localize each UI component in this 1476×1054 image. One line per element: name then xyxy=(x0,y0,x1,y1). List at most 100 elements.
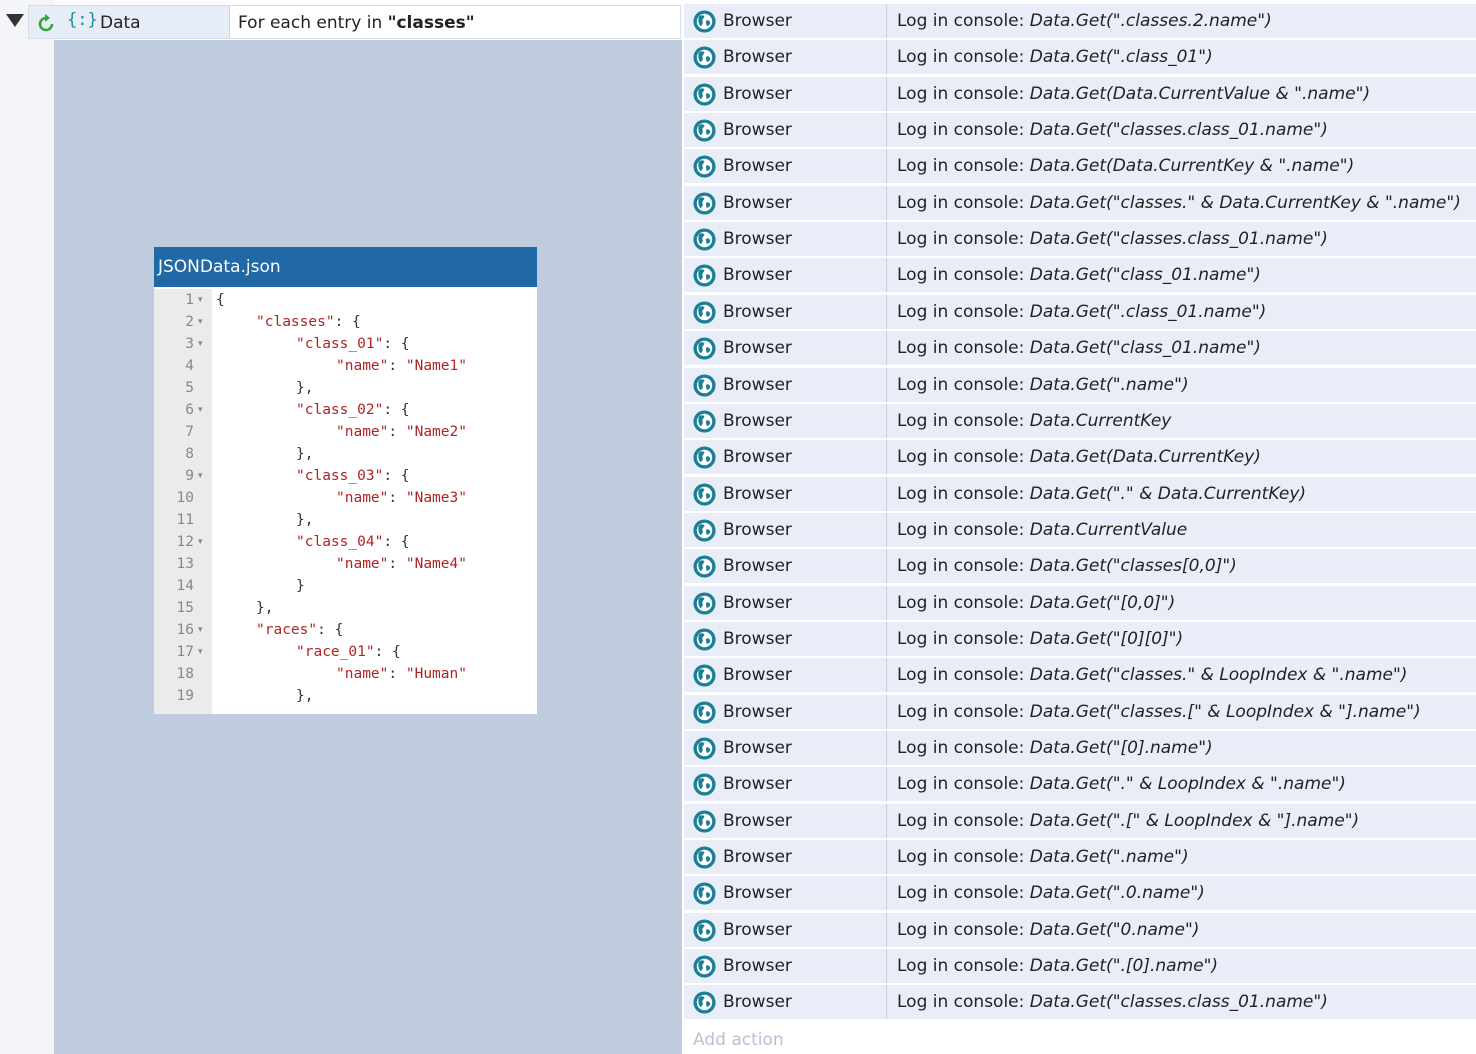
action-divider xyxy=(886,40,887,75)
action-target: Browser xyxy=(723,592,792,613)
action-expression: Data.Get(Data.CurrentKey) xyxy=(1029,447,1261,468)
action-divider xyxy=(886,949,887,984)
fold-arrow-icon[interactable]: ▾ xyxy=(198,317,203,327)
action-prefix: Log in console: xyxy=(897,11,1030,31)
json-key: "races" xyxy=(256,622,318,638)
action-target: Browser xyxy=(723,301,792,322)
action-divider xyxy=(886,403,887,438)
action-text: Log in console: Data.Get(Data.CurrentKey… xyxy=(897,156,1354,176)
event-description-prefix: For each entry in xyxy=(238,13,388,33)
fold-arrow-icon[interactable]: ▾ xyxy=(198,295,203,305)
code-text: }, xyxy=(296,512,314,528)
code-line: "race_01": { xyxy=(296,641,401,663)
line-number: 11 xyxy=(176,512,194,528)
browser-globe-icon xyxy=(692,154,717,183)
line-number: 7 xyxy=(185,424,194,440)
browser-globe-icon xyxy=(692,736,717,765)
action-divider xyxy=(886,840,887,875)
action-text: Log in console: Data.Get("[0].name") xyxy=(897,738,1213,758)
action-expression: Data.Get("classes." & Data.CurrentKey & … xyxy=(1029,192,1461,213)
action-text: Log in console: Data.Get("classes.class_… xyxy=(897,120,1328,140)
event-description: For each entry in "classes" xyxy=(238,13,475,33)
action-divider xyxy=(886,440,887,475)
collapse-triangle-icon[interactable] xyxy=(6,14,24,27)
json-punct: : { xyxy=(383,336,410,352)
json-punct: : { xyxy=(383,402,410,418)
action-text: Log in console: Data.Get(".0.name") xyxy=(897,883,1205,903)
fold-arrow-icon[interactable]: ▾ xyxy=(198,647,203,657)
browser-globe-icon xyxy=(692,9,717,38)
editor-title: JSONData.json xyxy=(158,257,281,277)
json-punct: : xyxy=(388,424,406,440)
fold-arrow-icon[interactable]: ▾ xyxy=(198,625,203,635)
action-prefix: Log in console: xyxy=(897,265,1030,286)
event-object-cell[interactable]: {:} Data xyxy=(29,6,229,38)
add-action-link[interactable]: Add action xyxy=(693,1030,784,1050)
fold-arrow-icon[interactable]: ▾ xyxy=(198,405,203,415)
action-prefix: Log in console: xyxy=(897,229,1030,250)
action-target: Browser xyxy=(723,265,792,286)
action-divider xyxy=(886,294,887,329)
browser-globe-icon xyxy=(692,990,717,1019)
action-divider xyxy=(886,4,887,38)
action-target: Browser xyxy=(723,229,792,250)
fold-arrow-icon[interactable]: ▾ xyxy=(198,471,203,481)
action-prefix: Log in console: xyxy=(897,810,1030,831)
fold-arrow-icon[interactable]: ▾ xyxy=(198,339,203,349)
action-divider xyxy=(886,113,887,148)
json-punct: : xyxy=(388,490,406,506)
action-target: Browser xyxy=(723,374,792,395)
action-divider xyxy=(886,767,887,802)
line-number: 18 xyxy=(176,666,194,682)
browser-globe-icon xyxy=(692,263,717,292)
code-line: "races": { xyxy=(256,619,343,641)
action-expression: Data.Get(".name") xyxy=(1029,847,1189,868)
action-prefix: Log in console: xyxy=(897,410,1030,431)
action-text: Log in console: Data.Get("classes.class_… xyxy=(897,992,1328,1012)
action-text: Log in console: Data.Get("classes." & Lo… xyxy=(897,665,1407,685)
code-line: "classes": { xyxy=(256,311,361,333)
event-row[interactable]: {:} Data For each entry in "classes" xyxy=(28,5,681,39)
code-text: { xyxy=(216,292,225,308)
code-area[interactable]: {"classes": {"class_01": {"name": "Name1… xyxy=(216,289,536,714)
action-prefix: Log in console: xyxy=(897,156,1030,177)
json-punct: : { xyxy=(374,644,401,660)
json-key: "classes" xyxy=(256,314,335,330)
code-line: "class_03": { xyxy=(296,465,410,487)
fold-arrow-icon[interactable]: ▾ xyxy=(198,537,203,547)
action-prefix: Log in console: xyxy=(897,120,1030,141)
action-expression: Data.Get("classes.class_01.name") xyxy=(1029,120,1328,141)
action-text: Log in console: Data.Get(".[" & LoopInde… xyxy=(897,811,1359,831)
json-key: "class_01" xyxy=(296,336,384,352)
action-text: Log in console: Data.Get("." & LoopIndex… xyxy=(897,774,1346,794)
code-line: }, xyxy=(296,509,313,531)
